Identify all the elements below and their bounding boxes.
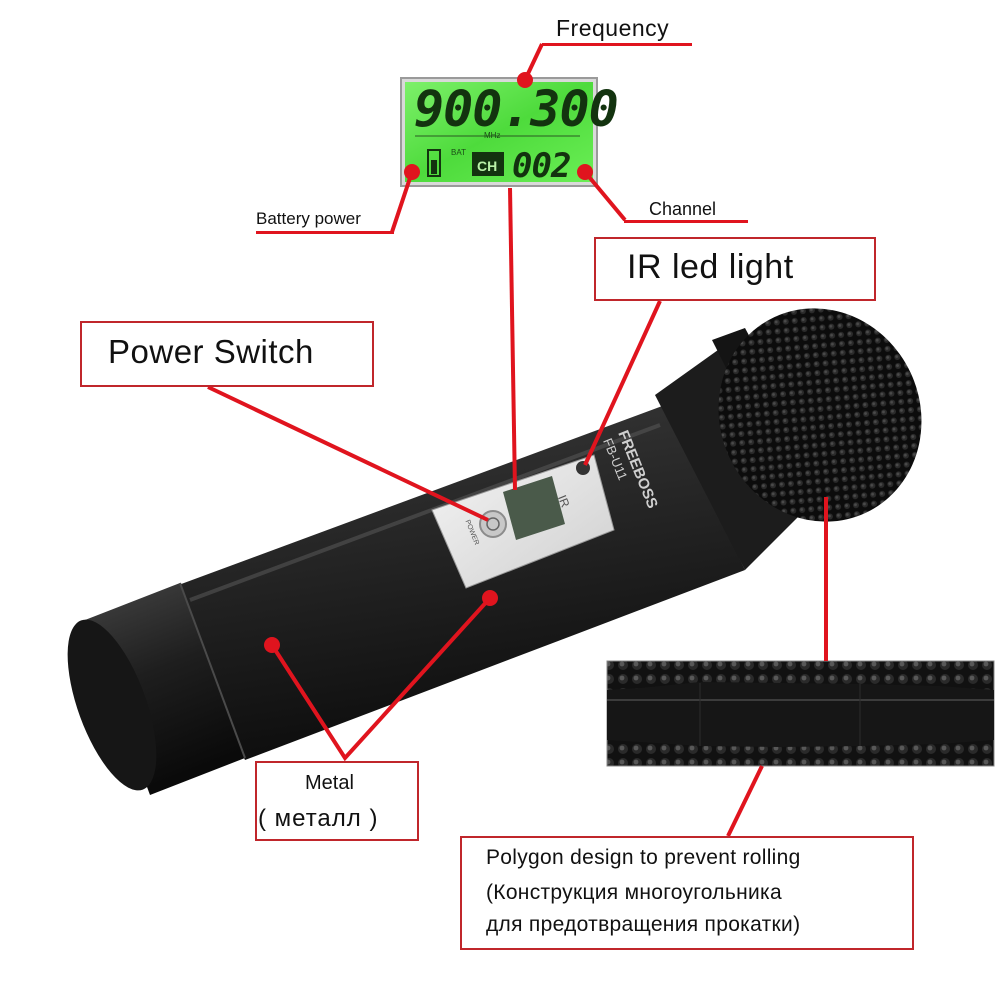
metal-callout-box xyxy=(255,761,419,841)
frequency-underline xyxy=(542,43,692,46)
polygon-label-line3: для предотвращения прокатки) xyxy=(486,913,801,936)
battery-power-label: Battery power xyxy=(256,209,361,228)
collar-inset xyxy=(606,660,995,767)
lcd-ch-box xyxy=(472,152,504,176)
polygon-label-line2: (Конструкция многоугольника xyxy=(486,881,782,904)
metal-label-en: Metal xyxy=(305,772,354,794)
frequency-label: Frequency xyxy=(556,15,670,41)
line-metal xyxy=(270,596,492,762)
power-switch-label: Power Switch xyxy=(108,333,314,370)
mic-end-cap xyxy=(85,583,245,795)
lcd-display xyxy=(400,77,598,187)
line-battery xyxy=(390,171,414,233)
line-power xyxy=(207,385,489,522)
panel-lcd xyxy=(503,476,565,540)
metal-label-ru: ( металл ) xyxy=(258,805,379,832)
battery-underline xyxy=(256,231,394,234)
callout-dots xyxy=(264,72,593,653)
polygon-label-line1: Polygon design to prevent rolling xyxy=(486,846,801,869)
callout-lines xyxy=(207,43,828,837)
channel-underline xyxy=(624,220,748,223)
line-ir xyxy=(583,300,662,466)
line-polygon xyxy=(726,765,764,837)
lcd-battery-icon xyxy=(427,149,441,177)
lcd-unit: MHz xyxy=(484,131,501,140)
mic-grille xyxy=(718,308,922,522)
lcd-channel-value: 002 xyxy=(512,146,571,186)
lcd-frequency-value: 900.300 xyxy=(414,80,619,138)
polygon-callout-box xyxy=(460,836,914,950)
ir-led-callout-box xyxy=(594,237,876,301)
lcd-ch-label: CH xyxy=(477,158,498,174)
line-lcd-to-mic xyxy=(508,187,517,491)
lcd-bat-label: BAT xyxy=(451,148,466,157)
control-panel xyxy=(431,454,615,589)
ir-led-label: IR led light xyxy=(627,248,794,286)
power-button xyxy=(479,510,507,538)
line-channel xyxy=(583,170,627,222)
channel-label: Channel xyxy=(649,199,717,219)
power-switch-callout-box xyxy=(80,321,374,387)
